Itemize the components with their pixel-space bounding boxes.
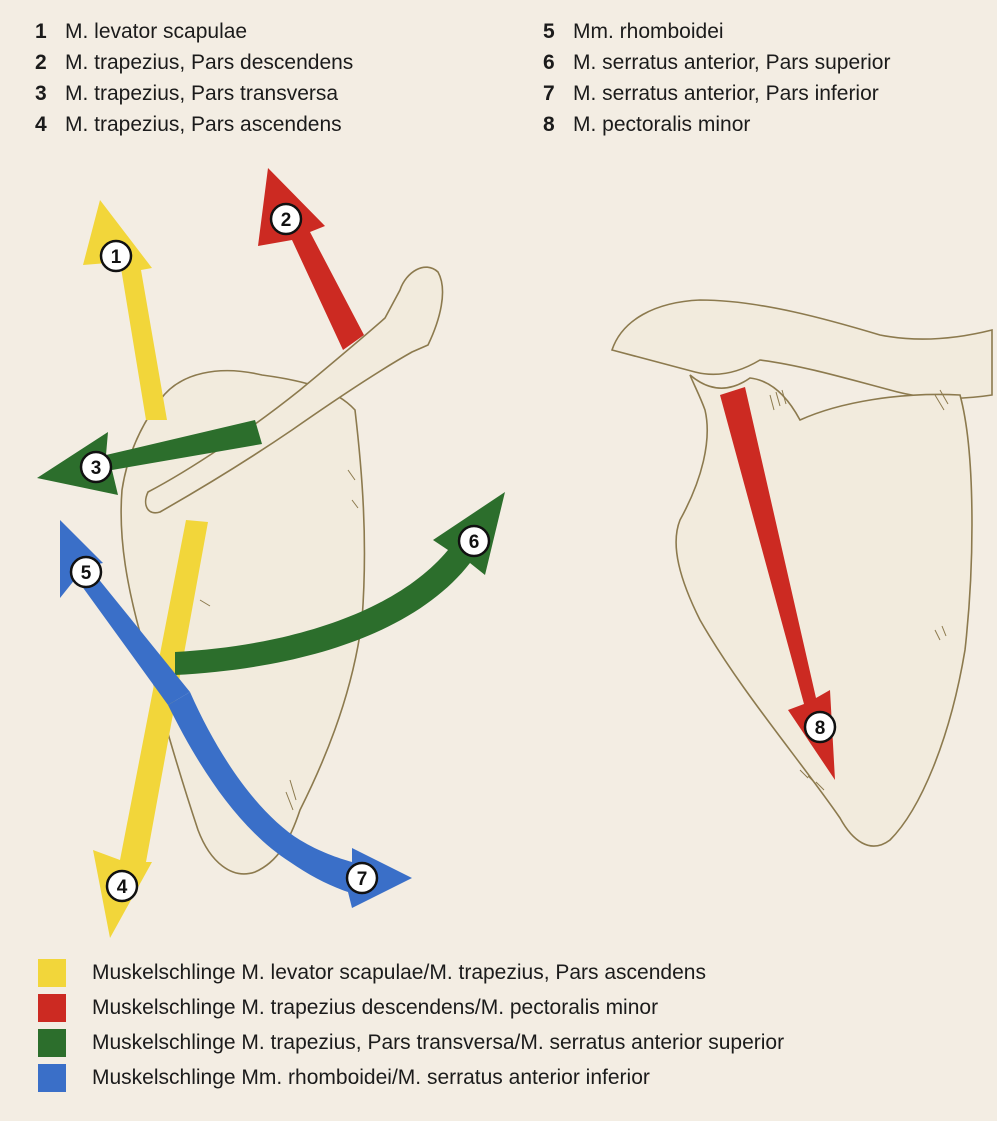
svg-text:1: 1 bbox=[111, 247, 122, 268]
svg-text:3: 3 bbox=[91, 458, 102, 479]
svg-text:2: 2 bbox=[281, 210, 292, 231]
legend-item-yellow: Muskelschlinge M. levator scapulae/M. tr… bbox=[38, 955, 784, 990]
legend-label: Muskelschlinge Mm. rhomboidei/M. serratu… bbox=[92, 1066, 650, 1090]
legend-label: Muskelschlinge M. levator scapulae/M. tr… bbox=[92, 961, 706, 985]
svg-text:4: 4 bbox=[117, 877, 128, 898]
marker-1: 1 bbox=[101, 241, 131, 271]
legend-item-blue: Muskelschlinge Mm. rhomboidei/M. serratu… bbox=[38, 1060, 784, 1095]
legend: Muskelschlinge M. levator scapulae/M. tr… bbox=[38, 955, 784, 1095]
legend-swatch-green bbox=[38, 1029, 66, 1057]
legend-swatch-blue bbox=[38, 1064, 66, 1092]
marker-5: 5 bbox=[71, 557, 101, 587]
svg-text:7: 7 bbox=[357, 869, 368, 890]
scapula-anterior bbox=[676, 375, 972, 846]
legend-label: Muskelschlinge M. trapezius, Pars transv… bbox=[92, 1031, 784, 1055]
legend-item-red: Muskelschlinge M. trapezius descendens/M… bbox=[38, 990, 784, 1025]
marker-3: 3 bbox=[81, 452, 111, 482]
svg-text:8: 8 bbox=[815, 718, 826, 739]
marker-7: 7 bbox=[347, 863, 377, 893]
clavicle bbox=[612, 300, 992, 398]
legend-item-green: Muskelschlinge M. trapezius, Pars transv… bbox=[38, 1025, 784, 1060]
marker-6: 6 bbox=[459, 526, 489, 556]
legend-swatch-red bbox=[38, 994, 66, 1022]
marker-2: 2 bbox=[271, 204, 301, 234]
legend-swatch-yellow bbox=[38, 959, 66, 987]
marker-4: 4 bbox=[107, 871, 137, 901]
legend-label: Muskelschlinge M. trapezius descendens/M… bbox=[92, 996, 658, 1020]
arrow-2-trapezius-descendens bbox=[258, 168, 364, 350]
svg-text:6: 6 bbox=[469, 532, 480, 553]
svg-text:5: 5 bbox=[81, 563, 92, 584]
arrow-1-levator-scapulae bbox=[83, 200, 167, 420]
marker-8: 8 bbox=[805, 712, 835, 742]
